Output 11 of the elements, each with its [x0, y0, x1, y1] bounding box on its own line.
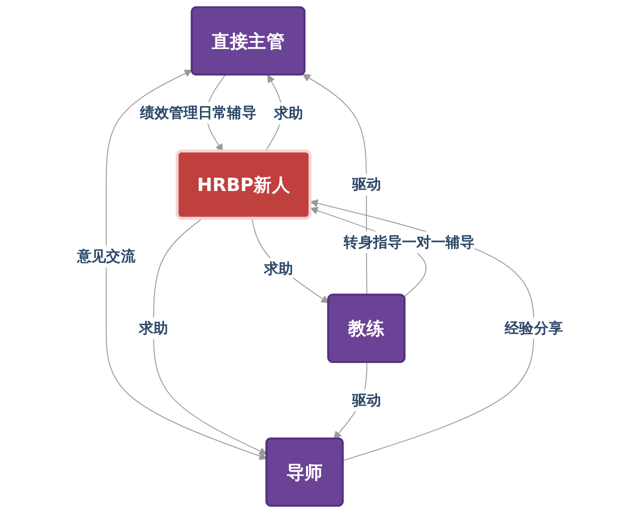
edge-label: 驱动	[352, 391, 381, 408]
edge-label: 求助	[264, 260, 294, 278]
edge-label: 转身指导一对一辅导	[344, 233, 475, 251]
edge-label: 经验分享	[504, 319, 563, 337]
arrow	[251, 218, 330, 304]
arrow	[153, 218, 268, 455]
arrow	[106, 70, 268, 460]
edge-label: 驱动	[352, 176, 381, 193]
edge-label: 绩效管理日常辅导	[140, 104, 256, 121]
edge-label: 求助	[274, 104, 304, 122]
edge-label: 求助	[138, 319, 168, 337]
